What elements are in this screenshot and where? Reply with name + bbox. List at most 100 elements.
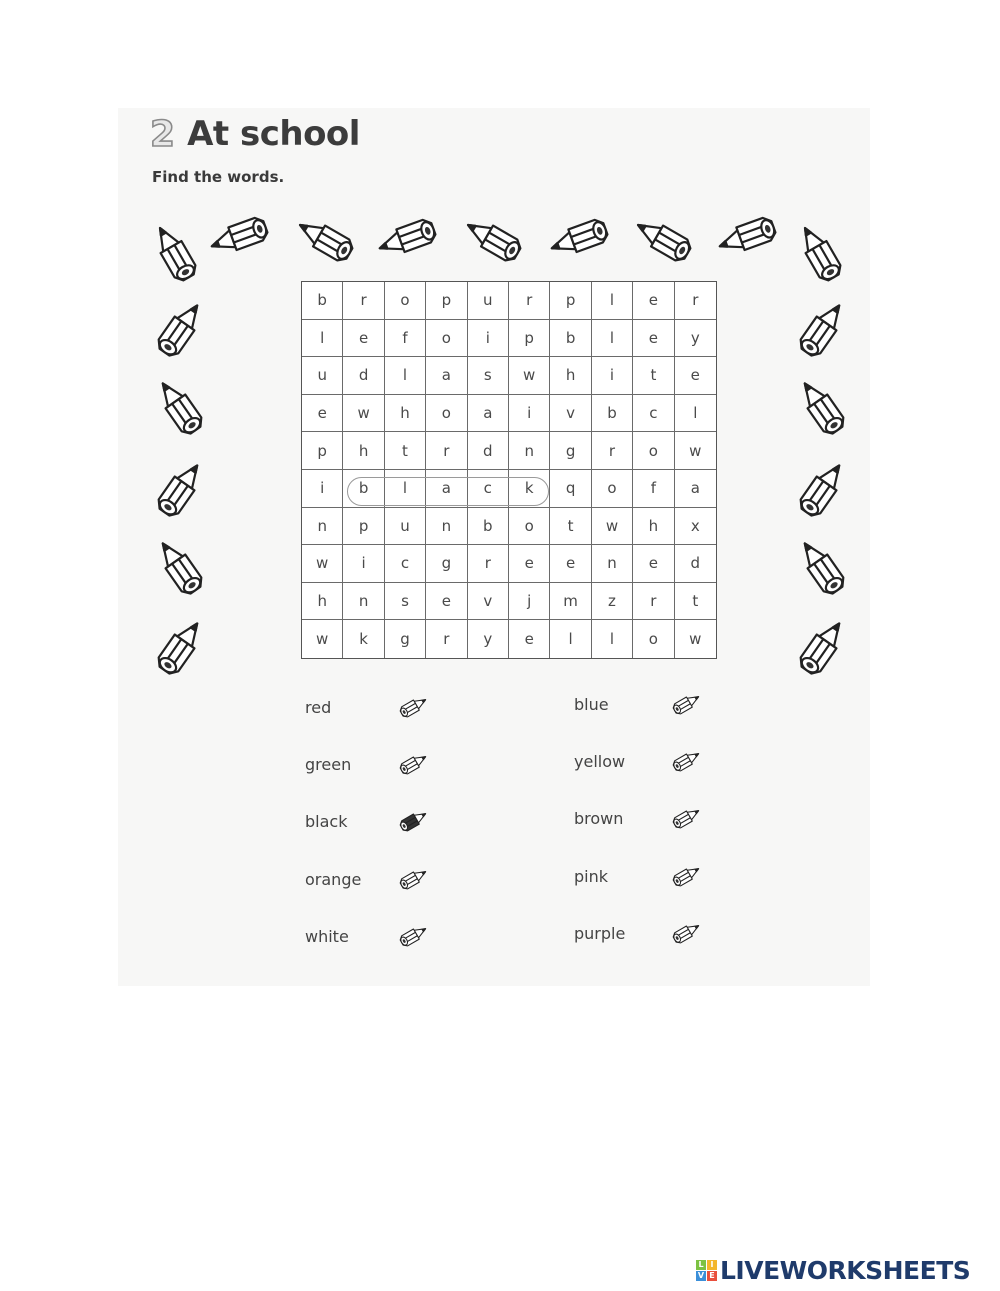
grid-cell[interactable]: e <box>343 319 385 358</box>
pencil-icon[interactable] <box>385 690 441 724</box>
grid-cell[interactable]: w <box>302 545 344 583</box>
pencil-icon[interactable] <box>385 862 441 896</box>
pencil-icon[interactable] <box>658 916 714 950</box>
grid-cell[interactable]: t <box>384 432 427 470</box>
grid-cell[interactable]: d <box>343 357 385 395</box>
grid-cell[interactable]: r <box>674 282 716 320</box>
grid-cell[interactable]: h <box>302 582 344 621</box>
grid-cell[interactable]: r <box>467 545 509 583</box>
grid-cell[interactable]: w <box>674 432 716 470</box>
grid-cell[interactable]: b <box>591 394 634 433</box>
grid-cell[interactable]: a <box>426 357 468 395</box>
grid-cell[interactable]: l <box>592 620 634 658</box>
grid-cell[interactable]: w <box>302 620 344 658</box>
grid-cell[interactable]: s <box>467 357 509 395</box>
grid-cell[interactable]: k <box>509 469 551 508</box>
grid-cell[interactable]: b <box>467 507 509 546</box>
grid-cell[interactable]: t <box>633 357 675 395</box>
grid-cell[interactable]: w <box>591 507 634 546</box>
grid-cell[interactable]: e <box>633 319 675 358</box>
pencil-icon[interactable] <box>658 801 714 835</box>
grid-cell[interactable]: o <box>633 432 675 470</box>
grid-cell[interactable]: l <box>550 620 592 658</box>
grid-cell[interactable]: i <box>509 394 551 433</box>
grid-cell[interactable]: l <box>674 395 716 433</box>
grid-cell[interactable]: d <box>467 432 509 470</box>
grid-cell[interactable]: q <box>550 469 592 508</box>
grid-cell[interactable]: p <box>509 319 551 358</box>
grid-cell[interactable]: y <box>468 620 509 658</box>
grid-cell[interactable]: r <box>426 620 468 658</box>
grid-cell[interactable]: n <box>302 507 344 546</box>
grid-cell[interactable]: z <box>591 582 634 621</box>
grid-cell[interactable]: p <box>302 432 344 470</box>
grid-cell[interactable]: e <box>633 545 675 583</box>
grid-cell[interactable]: o <box>633 620 675 658</box>
grid-cell[interactable]: e <box>674 357 716 395</box>
grid-cell[interactable]: l <box>591 319 634 358</box>
pencil-icon[interactable] <box>385 804 441 838</box>
pencil-icon[interactable] <box>385 919 441 953</box>
grid-cell[interactable]: w <box>509 357 551 395</box>
grid-cell[interactable]: i <box>343 545 385 583</box>
grid-cell[interactable]: u <box>467 282 509 320</box>
grid-cell[interactable]: r <box>633 582 675 621</box>
grid-cell[interactable]: f <box>633 469 675 508</box>
grid-cell[interactable]: t <box>674 583 716 621</box>
grid-cell[interactable]: k <box>343 620 385 658</box>
grid-cell[interactable]: r <box>343 282 385 320</box>
grid-cell[interactable]: t <box>550 507 592 546</box>
grid-cell[interactable]: a <box>674 470 716 508</box>
grid-cell[interactable]: j <box>509 582 551 621</box>
grid-cell[interactable]: o <box>509 507 551 546</box>
grid-cell[interactable]: h <box>633 507 675 546</box>
grid-cell[interactable]: e <box>509 620 551 658</box>
grid-cell[interactable]: v <box>467 582 509 621</box>
grid-cell[interactable]: n <box>591 545 634 583</box>
grid-cell[interactable]: n <box>343 582 385 621</box>
grid-cell[interactable]: h <box>343 432 385 470</box>
grid-cell[interactable]: o <box>426 319 468 358</box>
grid-cell[interactable]: c <box>384 545 427 583</box>
grid-cell[interactable]: o <box>426 394 468 433</box>
grid-cell[interactable]: c <box>633 394 675 433</box>
grid-cell[interactable]: p <box>550 282 592 320</box>
grid-cell[interactable]: p <box>343 507 385 546</box>
grid-cell[interactable]: b <box>343 469 385 508</box>
grid-cell[interactable]: b <box>302 282 344 320</box>
grid-cell[interactable]: c <box>467 469 509 508</box>
grid-cell[interactable]: r <box>509 282 551 320</box>
grid-cell[interactable]: w <box>343 394 385 433</box>
grid-cell[interactable]: i <box>591 357 634 395</box>
grid-cell[interactable]: m <box>550 582 592 621</box>
grid-cell[interactable]: n <box>509 432 551 470</box>
pencil-icon[interactable] <box>658 687 714 721</box>
grid-cell[interactable]: e <box>550 545 592 583</box>
grid-cell[interactable]: r <box>591 432 634 470</box>
grid-cell[interactable]: i <box>467 319 509 358</box>
grid-cell[interactable]: h <box>384 394 427 433</box>
grid-cell[interactable]: g <box>550 432 592 470</box>
grid-cell[interactable]: g <box>385 620 427 658</box>
pencil-icon[interactable] <box>658 859 714 893</box>
pencil-icon[interactable] <box>658 744 714 778</box>
grid-cell[interactable]: a <box>467 394 509 433</box>
grid-cell[interactable]: e <box>426 582 468 621</box>
grid-cell[interactable]: u <box>384 507 427 546</box>
grid-cell[interactable]: x <box>674 508 716 546</box>
grid-cell[interactable]: w <box>689 630 702 649</box>
grid-cell[interactable]: s <box>384 582 427 621</box>
grid-cell[interactable]: i <box>302 469 344 508</box>
grid-cell[interactable]: e <box>633 282 675 320</box>
pencil-icon[interactable] <box>385 747 441 781</box>
grid-cell[interactable]: v <box>550 394 592 433</box>
grid-cell[interactable]: p <box>426 282 468 320</box>
grid-cell[interactable]: f <box>384 319 427 358</box>
grid-cell[interactable]: l <box>591 282 634 320</box>
grid-cell[interactable]: b <box>550 319 592 358</box>
grid-cell[interactable]: e <box>509 545 551 583</box>
grid-cell[interactable]: h <box>550 357 592 395</box>
grid-cell[interactable]: g <box>426 545 468 583</box>
grid-cell[interactable]: l <box>384 357 427 395</box>
grid-cell[interactable]: d <box>674 545 716 583</box>
